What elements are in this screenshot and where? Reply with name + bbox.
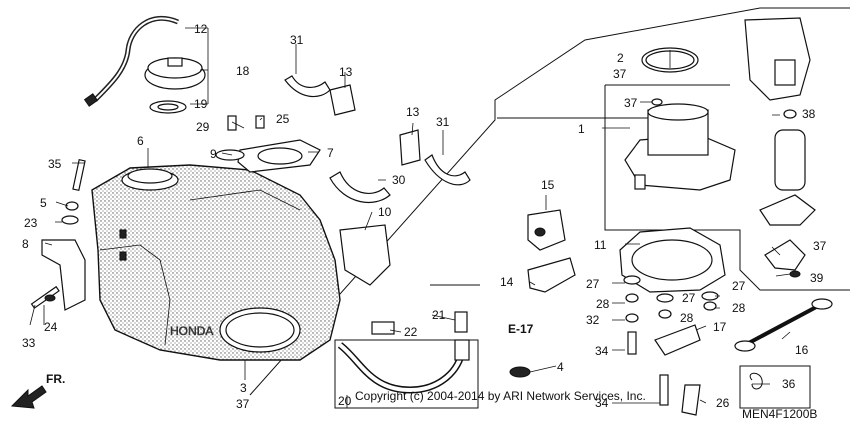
callout-34a: 34 [595,344,609,358]
callout-32: 32 [586,313,600,327]
brand-watermark: HONDA [170,324,213,338]
callout-27a: 27 [586,277,600,291]
callout-2: 2 [617,51,624,65]
callout-28a: 28 [596,297,610,311]
callout-3-37: 37 [236,397,250,411]
callout-1: 1 [578,122,585,136]
callout-4: 4 [557,360,564,374]
tether-strap [734,298,833,390]
callout-29: 29 [196,120,210,134]
callout-11: 11 [594,238,607,252]
callout-26: 26 [716,396,730,410]
callout-36: 36 [782,377,796,391]
copyright-notice: Copyright (c) 2004-2014 by ARI Network S… [355,389,646,403]
callout-10: 10 [378,205,392,219]
callout-3: 3 [240,381,247,395]
callout-27c: 27 [732,279,746,293]
callout-33: 33 [22,336,36,350]
clamps [284,75,471,286]
callout-18: 18 [236,64,250,78]
fuel-tank: HONDA [91,164,341,361]
gasket-hardware [619,227,726,416]
callout-17: 17 [713,320,727,334]
callout-14: 14 [500,275,514,289]
callout-37b: 37 [813,239,827,253]
fuel-pump [624,17,816,278]
ref-e17: E-17 [508,322,534,336]
callout-31a: 31 [290,33,304,47]
callout-20: 20 [338,394,352,408]
callout-13b: 13 [406,105,420,119]
callout-15: 15 [541,178,555,192]
front-arrow-label: FR. [46,372,65,386]
callout-7: 7 [327,146,334,160]
section-borders [249,7,850,409]
callout-38: 38 [802,107,816,121]
callout-6: 6 [137,134,144,148]
callout-5: 5 [40,196,47,210]
callout-27b: 27 [682,291,696,305]
tank-bracket [30,158,86,311]
callout-37a: 37 [624,96,638,110]
front-arrow-icon: FR. [10,372,65,409]
callout-12: 12 [194,22,208,36]
callout-19: 19 [194,97,208,111]
callout-34b: 34 [595,396,609,410]
callout-21: 21 [432,308,446,322]
callout-31b: 31 [436,115,450,129]
callout-25: 25 [276,112,290,126]
callout-28b: 28 [680,311,694,325]
leader-lines [29,27,791,408]
callout-30: 30 [392,173,406,187]
callout-13a: 13 [339,65,353,79]
callout-28c: 28 [732,301,746,315]
drawing-code: MEN4F1200B [742,407,817,421]
rubber-mounts [527,209,576,293]
callout-16: 16 [795,343,809,357]
callout-24: 24 [44,320,58,334]
callout-22: 22 [404,325,418,339]
callout-39: 39 [810,271,824,285]
cap-assembly [83,15,206,114]
pump-plate [215,115,321,353]
callout-35: 35 [48,157,62,171]
callout-9: 9 [210,147,217,161]
callout-labels: 12 18 19 31 13 29 25 6 9 7 35 5 23 8 24 … [22,22,827,421]
callout-23: 23 [24,216,38,230]
callout-8: 8 [22,237,29,251]
callout-2-37: 37 [613,67,627,81]
fuel-hose [337,311,531,394]
